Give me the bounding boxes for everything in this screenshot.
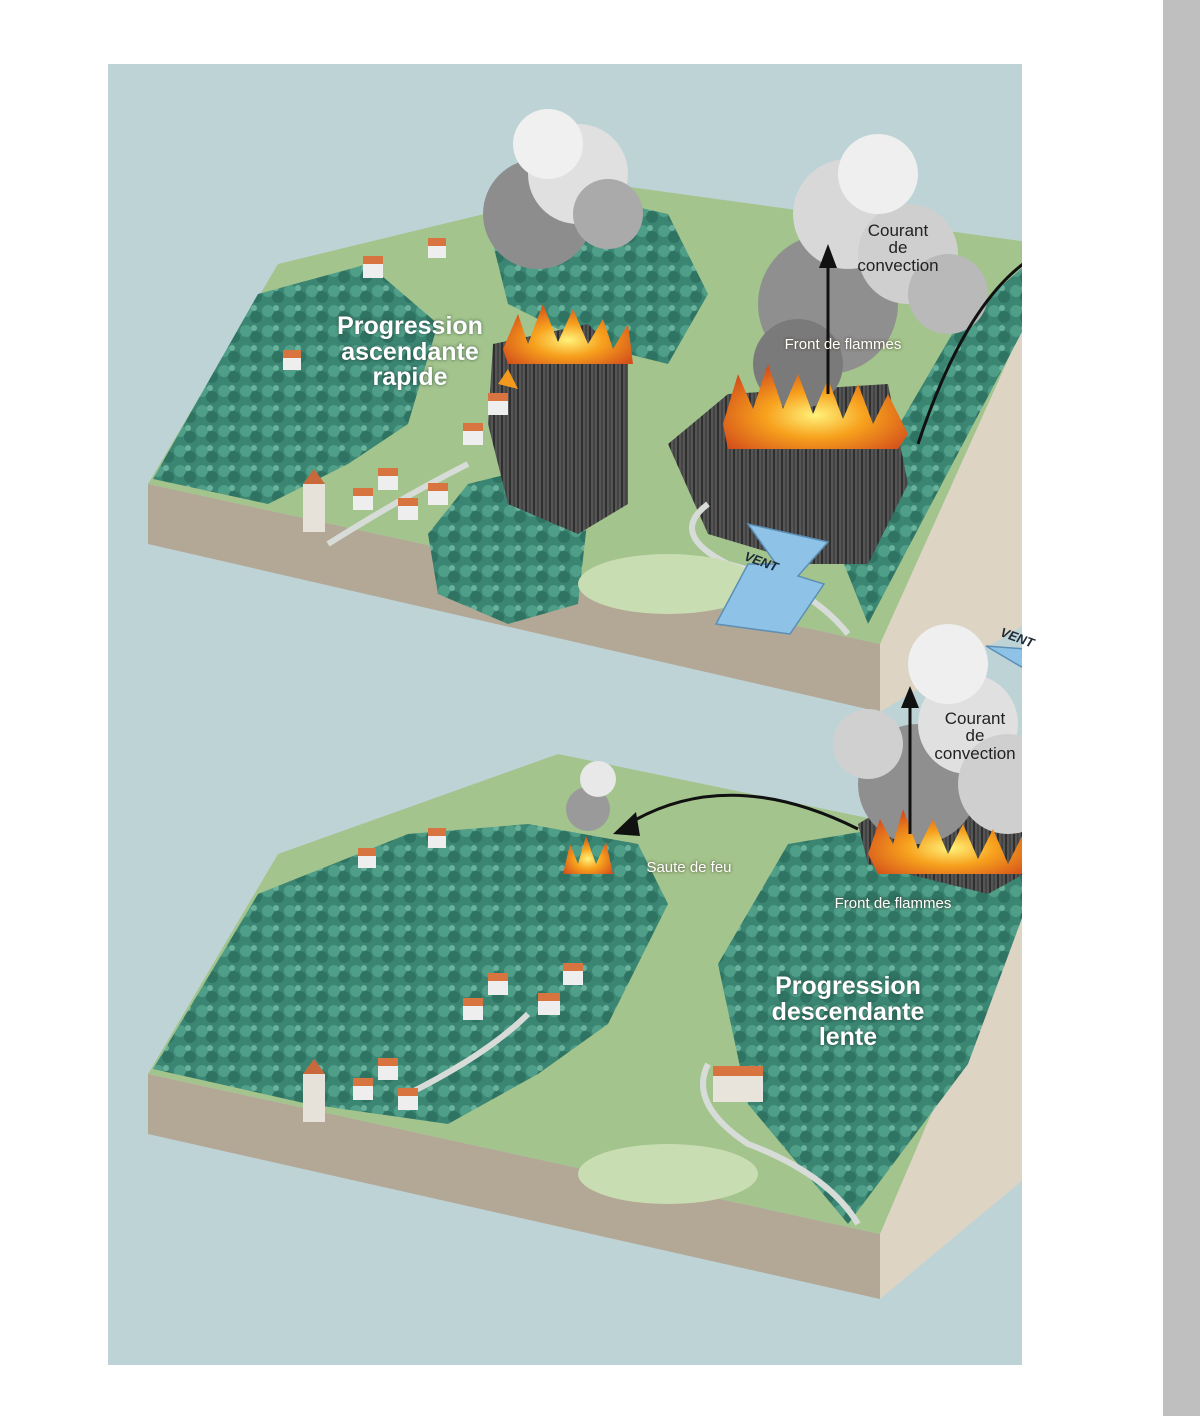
bottom-flame-front-label: Front de flammes	[834, 895, 952, 912]
bottom-village	[303, 828, 763, 1122]
bottom-block-front-face	[148, 1074, 880, 1299]
top-burnt-forest-left	[488, 324, 628, 534]
top-smoke-right	[753, 134, 988, 409]
illustration-panel: Progression ascendante rapide Courant de…	[108, 64, 1036, 1365]
top-smoke-left	[483, 109, 643, 269]
top-progression-label: Progression ascendante rapide	[337, 312, 483, 391]
spot-fire-flames	[563, 836, 613, 874]
top-convection-label: Courant de convection	[857, 221, 939, 275]
bottom-forest-left	[153, 824, 668, 1124]
top-wind-arrow	[714, 522, 830, 635]
bottom-forest-right	[718, 824, 1022, 1224]
bottom-progression-label: Progression descendante lente	[771, 972, 925, 1051]
top-village	[283, 238, 508, 532]
top-flames-left	[498, 304, 633, 389]
forest-fire-diagram	[148, 109, 1022, 1299]
bottom-convection-label: Courant de convection	[934, 709, 1016, 763]
top-block-side-face	[880, 328, 1022, 712]
spot-fire-label: Saute de feu	[646, 859, 732, 876]
bottom-meadow	[578, 1144, 758, 1204]
bottom-flames	[868, 809, 1022, 874]
top-convection-arrow	[819, 244, 837, 394]
bottom-smoke	[833, 624, 1022, 844]
top-meadow	[578, 554, 758, 614]
bottom-landscape-block	[148, 624, 1022, 1299]
bottom-wind-arrow	[985, 645, 1022, 669]
right-edge-bar	[1163, 0, 1200, 1416]
top-forest-left	[153, 264, 438, 504]
top-flame-front-label: Front de flammes	[784, 336, 902, 353]
bottom-road	[406, 1011, 861, 1226]
spot-fire-smoke	[566, 761, 616, 831]
top-landscape-block	[148, 109, 1022, 712]
spot-fire-arrow	[613, 793, 859, 836]
top-flames-right	[723, 364, 908, 449]
bottom-convection-arrow	[901, 686, 919, 834]
top-flame-front-arrow	[916, 262, 1022, 445]
